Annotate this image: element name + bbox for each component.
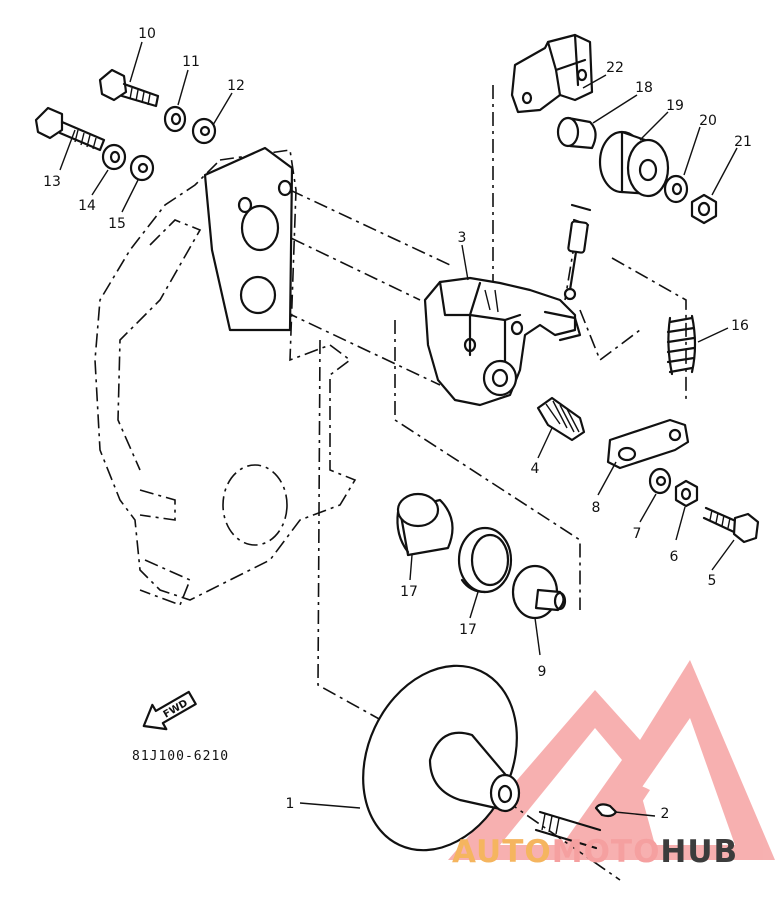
part-3-arm [423,276,582,407]
callout-18: 18 [635,80,653,96]
part-19-pulley [598,130,670,198]
part-14-washer [101,143,127,171]
callout-11: 11 [182,54,200,70]
part-22-bracket [510,33,594,114]
part-20-washer [663,174,689,204]
callout-21: 21 [734,134,752,150]
callout-4: 4 [531,461,540,477]
part-7-washer [648,467,672,495]
callout-20: 20 [699,113,717,129]
part-18-collar [556,116,597,150]
part-1-sheave [362,664,602,852]
watermark-moto: MOTO [552,834,661,870]
callout-12: 12 [227,78,245,94]
part-17b-ring [457,526,513,594]
callout-14: 14 [78,198,96,214]
part-10-bolt [98,68,160,108]
callout-22: 22 [606,60,624,76]
callout-3: 3 [458,230,467,246]
callout-15: 15 [108,216,126,232]
part-12-washer [191,117,217,145]
part-21-nut [690,193,718,225]
callout-16: 16 [731,318,749,334]
callout-9: 9 [538,664,547,680]
callout-17b: 17 [459,622,477,638]
part-code: 81J100-6210 [132,749,229,764]
part-17a-bushing [396,492,454,557]
leader-lines [59,41,738,817]
fwd-arrow: FWD [142,690,197,731]
watermark-hub: HUB [660,834,738,870]
callout-17a: 17 [400,584,418,600]
callout-5: 5 [708,573,717,589]
part-4-spring [536,396,586,442]
callout-8: 8 [592,500,601,516]
callout-7: 7 [633,526,642,542]
cable-end [563,203,592,301]
part-13-bolt [34,106,106,152]
callout-1: 1 [286,796,295,812]
part-5-bolt [702,506,760,544]
part-16-spring [666,314,697,376]
callout-2: 2 [661,806,670,822]
callout-numbers: 10 11 12 13 14 15 22 18 19 20 21 3 16 4 … [43,26,752,822]
callout-10: 10 [138,26,156,42]
part-6-nut [674,479,699,508]
watermark-text: AUTOMOTOHUB [452,834,738,870]
callout-6: 6 [670,549,679,565]
callout-19: 19 [666,98,684,114]
part-9-pin [511,564,567,620]
part-11-washer [163,105,187,133]
part-15-washer [129,154,155,182]
watermark-auto: AUTO [452,834,552,870]
housing-outline [94,146,357,607]
part-8-lever [606,418,690,470]
callout-13: 13 [43,174,61,190]
